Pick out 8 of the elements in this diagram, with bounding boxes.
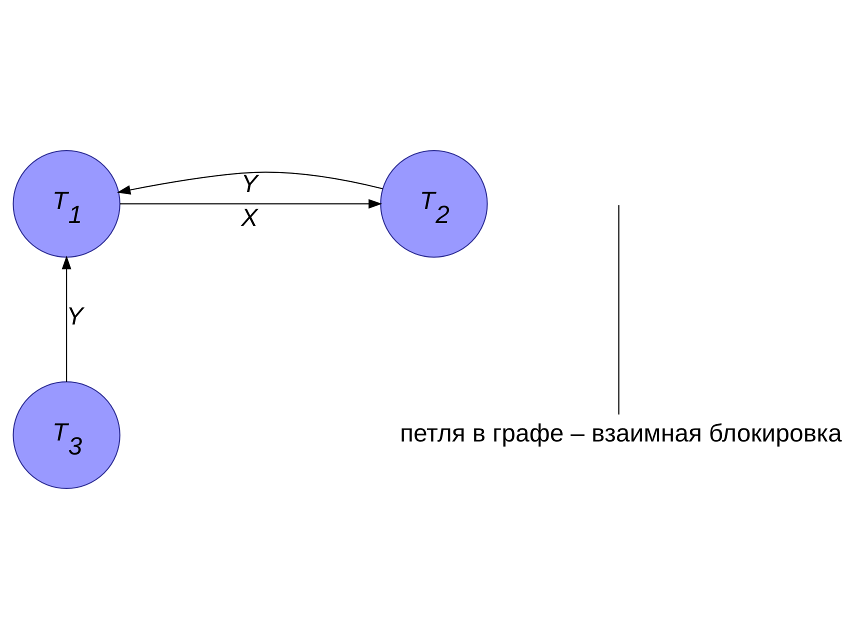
edge-label: X <box>241 204 258 232</box>
edge-label: Y <box>66 302 84 330</box>
arrow <box>116 171 383 194</box>
arrow <box>120 198 382 208</box>
edge-label: Y <box>241 170 258 198</box>
arrow <box>62 255 72 382</box>
connector <box>618 204 620 414</box>
node-text: петля в графе – взаимная блокировка <box>400 419 842 448</box>
